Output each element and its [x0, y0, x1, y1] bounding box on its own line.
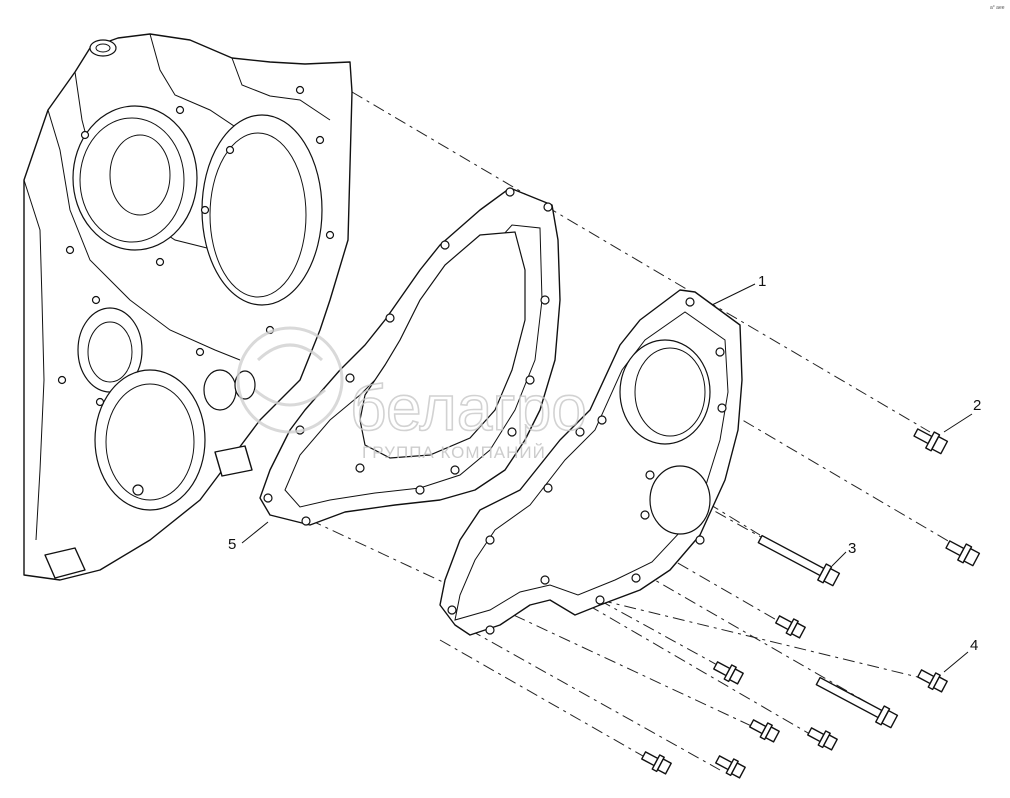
bolt-short-d [917, 669, 948, 693]
bolt-short-g [807, 727, 838, 751]
callout-4: 4 [943, 637, 978, 673]
corner-code: a° aee [990, 5, 1005, 11]
bolt-long-b [815, 676, 899, 729]
watermark: белагро ГРУППА КОМПАНИЙ [236, 326, 588, 462]
watermark-brand: белагро [350, 372, 587, 444]
bolt-short-i [715, 755, 746, 779]
bolt-short-e [713, 661, 744, 685]
callout-label-1: 1 [758, 273, 766, 290]
bolt-short-f [749, 719, 780, 743]
callout-label-5: 5 [228, 536, 236, 553]
watermark-logo-icon [236, 326, 344, 434]
bolt-short-h [641, 751, 672, 775]
block-bolt-holes [57, 85, 335, 496]
bolt-short-a [913, 428, 949, 455]
bolt-short-c [775, 615, 806, 639]
callout-label-2: 2 [973, 397, 981, 414]
bolt-long-a [757, 534, 841, 587]
bolt-short-b [945, 540, 981, 567]
gasket-part-5 [259, 187, 561, 526]
callout-3: 3 [831, 540, 856, 567]
callout-label-4: 4 [970, 637, 978, 654]
callout-2: 2 [943, 397, 981, 433]
engine-block-housing [23, 33, 353, 581]
callout-5: 5 [228, 521, 269, 553]
cover-plate-part-1 [439, 289, 743, 636]
callout-label-3: 3 [848, 540, 856, 557]
callout-1: 1 [711, 273, 766, 306]
watermark-subtitle: ГРУППА КОМПАНИЙ [362, 443, 546, 462]
